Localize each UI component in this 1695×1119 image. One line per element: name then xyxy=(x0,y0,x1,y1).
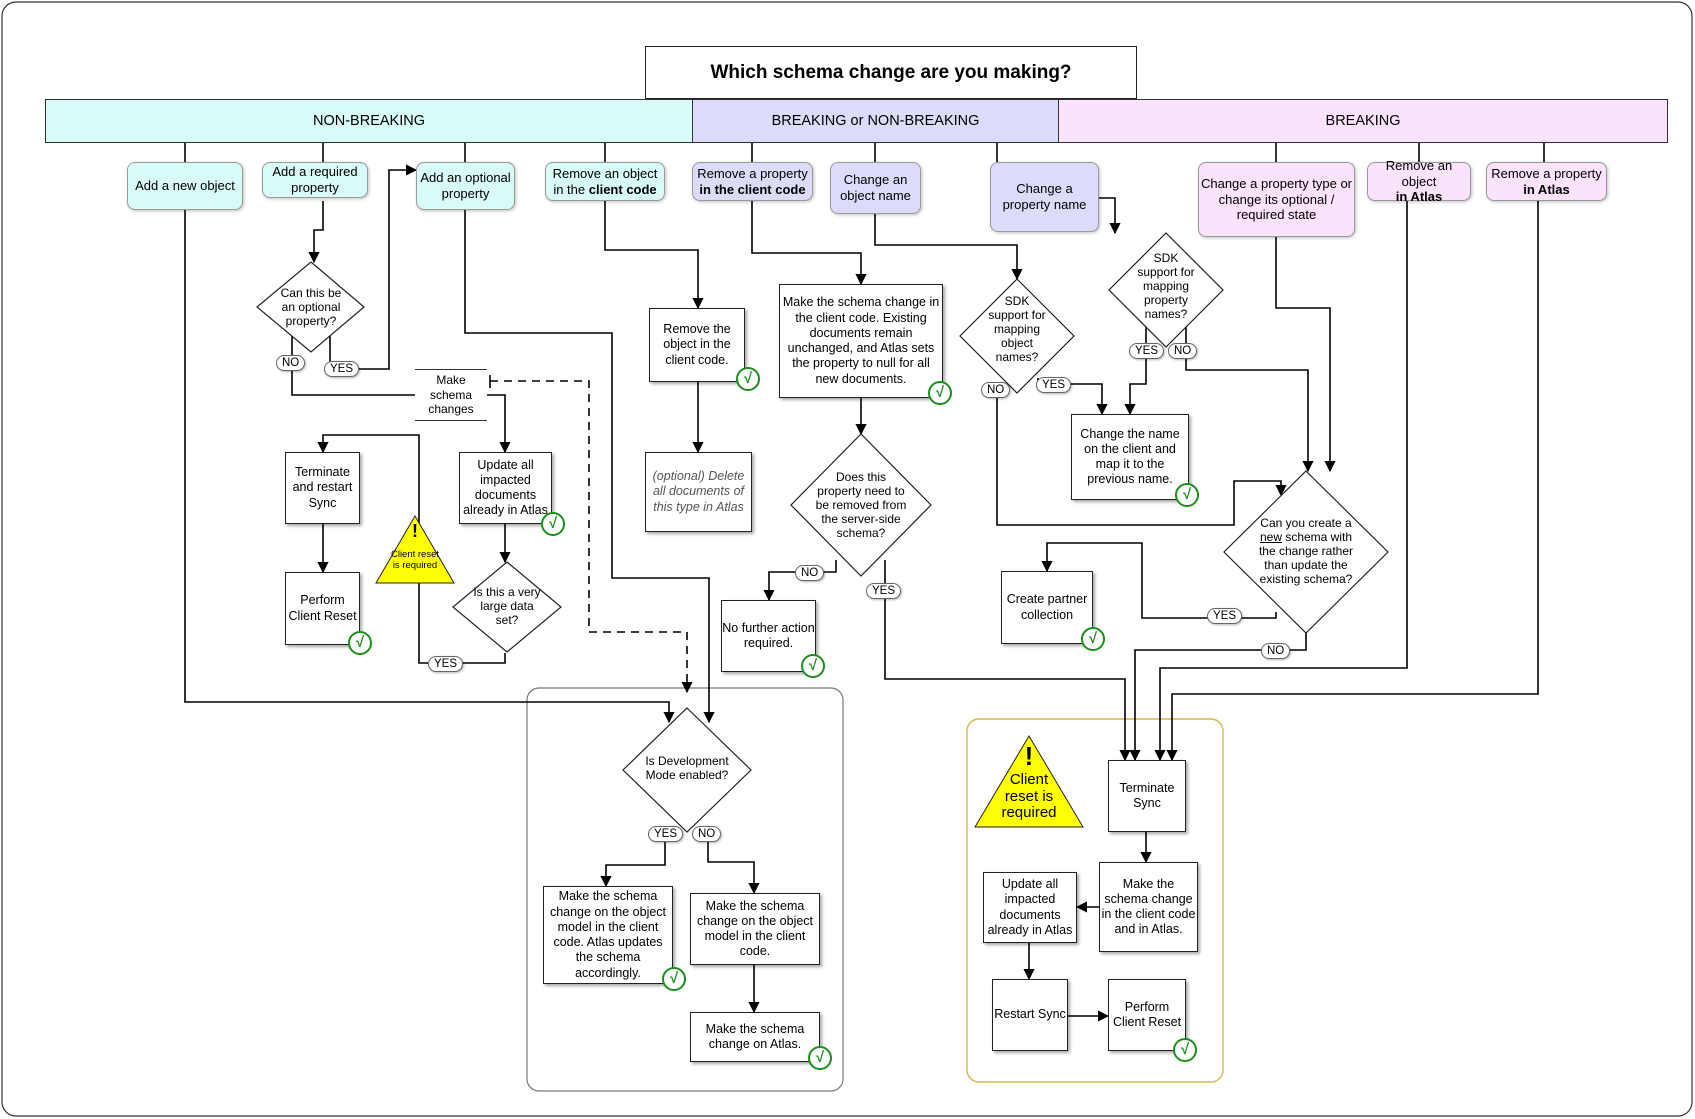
decision-new-schema: Can you create a new schema with the cha… xyxy=(1250,512,1362,590)
change-remove-object-atlas-bold: in Atlas xyxy=(1395,189,1443,205)
change-remove-property-atlas-text: Remove a property xyxy=(1491,165,1602,181)
action-dev-yes: Make the schema change on the object mod… xyxy=(543,886,673,984)
decision-can-optional: Can this be an optional property? xyxy=(280,285,342,329)
change-object-name: Change an object name xyxy=(830,162,921,214)
check-icon: √ xyxy=(1173,1038,1197,1062)
decision-sdk-object: SDK support for mapping object names? xyxy=(988,293,1046,365)
check-icon: √ xyxy=(662,967,686,991)
label-yes: YES xyxy=(428,656,464,672)
action-make-change-client-null: Make the schema change in the client cod… xyxy=(779,284,943,398)
edge-no-to-make-changes xyxy=(291,334,415,396)
change-property-type: Change a property type or change its opt… xyxy=(1198,162,1355,237)
decision-property-removed-shape xyxy=(790,433,932,577)
action-make-schema-changes: Make schema changes xyxy=(415,369,487,421)
decision-dev-mode: Is Development Mode enabled? xyxy=(645,753,729,782)
warning-triangle-large xyxy=(974,735,1084,828)
edge-required-to-optional-q xyxy=(308,201,324,264)
label-no: NO xyxy=(692,826,722,842)
band-non-breaking: NON-BREAKING xyxy=(45,99,693,143)
check-icon: √ xyxy=(801,654,825,678)
label-yes: YES xyxy=(866,583,902,599)
check-icon: √ xyxy=(928,381,952,405)
decision-sdk-property-shape xyxy=(1108,232,1224,348)
edge-optional-to-dev-mode xyxy=(464,210,715,724)
change-add-required: Add a required property xyxy=(262,162,368,198)
action-no-further-action: No further action required. xyxy=(721,600,816,672)
label-yes: YES xyxy=(1129,343,1165,359)
check-icon: √ xyxy=(736,367,760,391)
decision-sdk-object-shape xyxy=(959,278,1075,394)
action-terminate-restart-sync: Terminate and restart Sync xyxy=(285,452,360,524)
label-no: NO xyxy=(276,355,306,371)
action-make-change-atlas: Make the schema change on Atlas. xyxy=(690,1012,820,1062)
label-yes: YES xyxy=(1036,377,1072,393)
decision-sdk-property: SDK support for mapping property names? xyxy=(1137,250,1195,322)
action-terminate-sync: Terminate Sync xyxy=(1108,760,1186,832)
band-breaking: BREAKING xyxy=(1058,99,1668,143)
action-dev-no: Make the schema change on the object mod… xyxy=(690,893,820,965)
check-icon: √ xyxy=(348,631,372,655)
change-remove-object-client-text: Remove an object in the xyxy=(552,165,658,197)
edge-dashed-to-dev-mode xyxy=(490,380,693,694)
edge-yes-to-add-optional xyxy=(329,164,418,370)
label-no: NO xyxy=(1261,643,1291,659)
decision-new-schema-pre: Can you create a xyxy=(1260,515,1352,530)
check-icon: √ xyxy=(541,512,565,536)
label-no: NO xyxy=(981,382,1011,398)
label-no: NO xyxy=(1168,343,1198,359)
action-change-name-map: Change the name on the client and map it… xyxy=(1071,414,1189,500)
check-icon: √ xyxy=(808,1046,832,1070)
action-perform-client-reset: Perform Client Reset xyxy=(285,572,360,645)
label-yes: YES xyxy=(1207,608,1243,624)
decision-can-optional-shape xyxy=(256,261,365,353)
edge-new-object-to-dev-mode xyxy=(184,210,675,724)
warning-large-text: Client reset is required xyxy=(1001,771,1057,822)
action-update-impacted-docs-2: Update all impacted documents already in… xyxy=(983,872,1077,943)
check-icon: √ xyxy=(1175,483,1199,507)
warning-small-text: Client reset is required xyxy=(390,549,440,571)
client-reset-group xyxy=(966,718,1224,1083)
warning-small-icon: ! xyxy=(412,521,418,542)
change-remove-property-atlas-bold: in Atlas xyxy=(1523,181,1570,197)
change-remove-object-client-bold: client code xyxy=(588,181,657,197)
decision-new-schema-underline: new xyxy=(1259,529,1282,544)
action-update-impacted-docs: Update all impacted documents already in… xyxy=(459,452,552,524)
decision-dev-mode-shape xyxy=(622,707,752,833)
label-no: NO xyxy=(795,565,825,581)
change-remove-object-atlas-text: Remove an object xyxy=(1385,157,1453,189)
check-icon: √ xyxy=(1081,627,1105,651)
decision-large-data-shape xyxy=(452,561,562,653)
decision-new-schema-shape xyxy=(1223,470,1389,634)
decision-new-schema-post: schema with the change rather than updat… xyxy=(1258,529,1354,587)
action-optional-delete: (optional) Delete all documents of this … xyxy=(645,452,752,532)
warning-triangle-small xyxy=(375,515,455,584)
change-property-name: Change a property name xyxy=(990,162,1099,232)
page-title: Which schema change are you making? xyxy=(645,46,1137,99)
decision-large-data: Is this a very large data set? xyxy=(473,584,541,628)
change-remove-property-client-text: Remove a property xyxy=(697,165,808,181)
change-add-object: Add a new object xyxy=(127,162,243,210)
action-create-partner: Create partner collection xyxy=(1001,571,1093,644)
band-stubs xyxy=(184,143,1545,162)
change-remove-property-client-bold: in the client code xyxy=(699,181,806,197)
change-add-optional: Add an optional property xyxy=(416,162,515,210)
decision-property-removed: Does this property need to be removed fr… xyxy=(815,469,907,541)
action-restart-sync: Restart Sync xyxy=(992,979,1068,1051)
band-breaking-or-non-breaking: BREAKING or NON-BREAKING xyxy=(692,99,1059,143)
label-yes: YES xyxy=(648,826,684,842)
action-make-change-client-atlas: Make the schema change in the client cod… xyxy=(1099,862,1198,952)
action-perform-client-reset-2: Perform Client Reset xyxy=(1108,979,1186,1051)
label-yes: YES xyxy=(324,361,360,377)
change-remove-object-client: Remove an object in the client code xyxy=(545,162,665,201)
warning-large-icon: ! xyxy=(1024,741,1034,772)
action-remove-object-client: Remove the object in the client code. xyxy=(649,308,745,382)
